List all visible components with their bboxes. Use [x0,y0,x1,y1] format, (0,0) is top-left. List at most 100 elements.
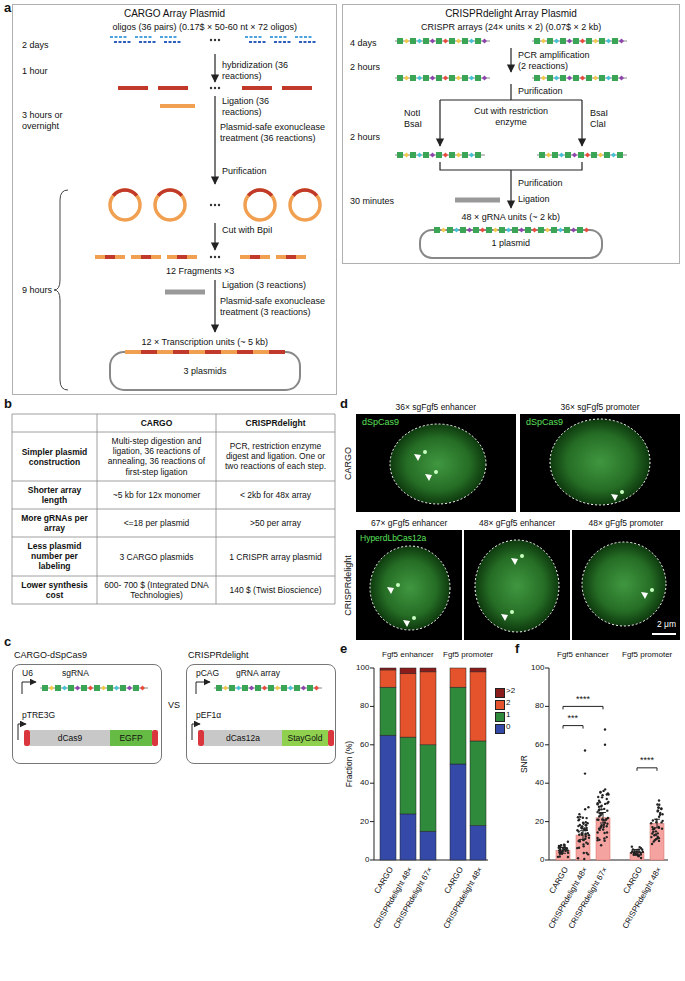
array-spacer [541,39,546,44]
array-unit [475,38,481,44]
data-point [577,840,579,842]
nucleus-outline [370,546,450,630]
array-unit [216,685,222,691]
array-spacer [606,39,611,44]
step-label: Ligation (36 reactions) [222,96,292,118]
micrograph [356,414,516,512]
data-point [598,800,600,802]
stacked-bar [400,737,416,814]
array-spacer [62,686,67,691]
array-spacer [467,228,472,233]
array-spacer [404,39,409,44]
array-spacer [114,686,119,691]
array-unit [434,227,440,233]
promoter-arrow [196,682,210,694]
error-bar [637,849,638,855]
flow-line [440,99,582,100]
data-point [658,799,660,801]
panel-letter: e [340,641,347,657]
plasmid-outline [420,230,602,258]
image-title: 36× sgFgf5 enhancer [396,402,477,412]
data-point [587,843,589,845]
table-rule [335,414,336,604]
tick-label: 60 [360,740,369,750]
table-rule [12,509,335,510]
group-title: Fgf5 promoter [622,650,672,660]
data-point [650,822,652,824]
labeled-locus [510,610,514,614]
legend-label: >2 [506,686,515,696]
data-point [605,818,607,820]
flow-arrow [214,223,215,250]
data-point [588,834,590,836]
array-unit [486,227,492,233]
tick-label: 80 [535,701,544,711]
table-cell: 1 CRISPR array plasmid [220,552,331,562]
error-bar [560,847,566,848]
array-unit [133,685,139,691]
panel-letter: a [4,0,11,16]
category-label: CRISPRdelight 48× [621,865,664,930]
array-spacer [580,76,585,81]
error-bar [600,823,606,824]
error-bar [634,849,640,850]
oligo [135,36,153,38]
insert-arc [292,188,318,197]
data-point [606,793,608,795]
error-bar [657,819,658,828]
array-spacer [301,686,306,691]
array-spacer [559,153,564,158]
data-point [585,824,587,826]
data-point [600,805,602,807]
step-label: Cut with BpiI [222,225,273,236]
array-unit [573,38,579,44]
array-unit [449,38,455,44]
array-unit [599,75,605,81]
nucleus [550,419,650,505]
data-point [585,835,587,837]
stacked-bar [380,735,396,860]
data-point [658,806,660,808]
transcription-unit [173,350,189,354]
legend-label: 1 [506,710,510,720]
channel-label: HyperdLbCas12a [360,533,426,543]
data-point [601,794,603,796]
labeled-locus [434,470,438,474]
protein-bar: dCas12a [204,730,282,746]
flow-arrow [581,100,582,146]
array-spacer [469,153,474,158]
array-unit [294,685,300,691]
data-point [607,801,609,803]
array-unit [617,152,623,158]
array-unit [578,152,584,158]
tick-label: 80 [360,701,369,711]
mean-bar [596,818,610,860]
data-point [599,827,601,829]
flow-arrow [214,96,215,184]
data-point [582,823,584,825]
channel-label: dSpCas9 [362,417,399,428]
comparison-label: VS [168,700,180,711]
array-spacer [404,76,409,81]
error-bar [600,812,606,813]
ellipsis-dot [218,39,220,41]
array-unit [612,38,618,44]
data-point [578,833,580,835]
array-spacer [456,76,461,81]
table-cell: >50 per array [220,518,331,528]
image-title: 36× sgFgf5 promoter [561,402,640,412]
significance-bracket [637,768,657,771]
axis-title: Fraction (%) [344,741,354,787]
transcription-unit [205,350,221,354]
data-point [598,808,600,810]
labeled-locus [396,583,400,587]
significance-bracket [563,706,603,709]
panel-letter: f [515,641,519,657]
stacked-bar [400,668,416,674]
tick-label: 40 [360,778,369,788]
table-rule [12,604,335,605]
ellipsis-dot [214,87,216,89]
data-point [657,809,659,811]
stacked-bar [400,814,416,860]
micrograph [356,530,462,640]
